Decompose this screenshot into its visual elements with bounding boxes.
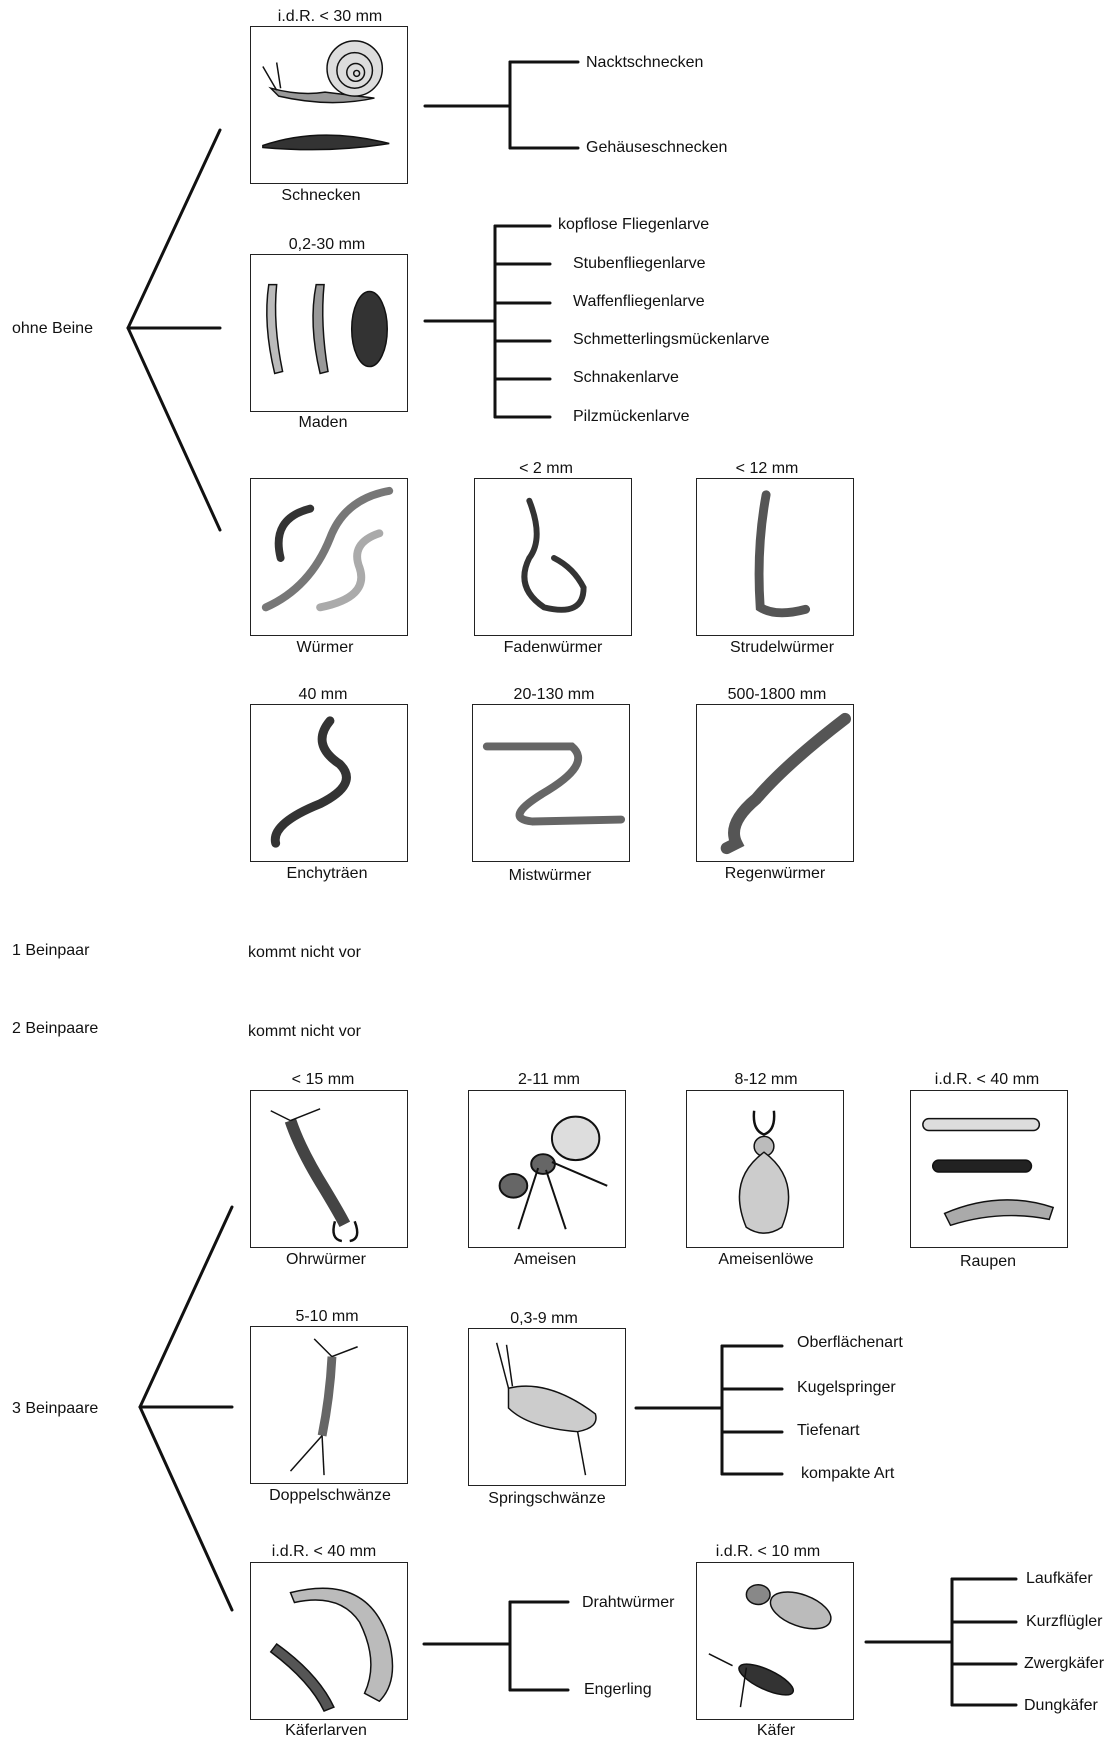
- snail-icon: [251, 27, 407, 183]
- card-name-raupen: Raupen: [960, 1253, 1016, 1271]
- illustration-ohrwuermer: [250, 1090, 408, 1248]
- maggot-icon: [251, 255, 407, 411]
- card-name-ohrwuermer: Ohrwürmer: [286, 1251, 366, 1269]
- size-label-strudelwuermer: < 12 mm: [736, 460, 799, 478]
- beetle-icon: [697, 1563, 853, 1719]
- manure-worm-icon: [473, 705, 629, 861]
- size-label-enchytraeen: 40 mm: [299, 686, 348, 704]
- subtype-label: Nacktschnecken: [586, 54, 703, 72]
- group-label-three-pairs: 3 Beinpaare: [12, 1400, 98, 1418]
- illustration-schnecken: [250, 26, 408, 184]
- card-name-ameisen: Ameisen: [514, 1251, 576, 1269]
- dipluran-icon: [251, 1327, 407, 1483]
- caterpillar-icon: [911, 1091, 1067, 1247]
- subtype-label: Oberflächenart: [797, 1334, 903, 1352]
- subtype-label: Tiefenart: [797, 1422, 860, 1440]
- illustration-kaefer: [696, 1562, 854, 1720]
- subtype-label: Dungkäfer: [1024, 1697, 1098, 1715]
- card-name-ameisenloewe: Ameisenlöwe: [718, 1251, 813, 1269]
- subtype-label: Pilzmückenlarve: [573, 408, 689, 426]
- size-label-fadenwuermer: < 2 mm: [519, 460, 573, 478]
- illustration-ameisen: [468, 1090, 626, 1248]
- size-label-doppelschwaenze: 5-10 mm: [295, 1308, 358, 1326]
- subtype-label: Gehäuseschnecken: [586, 139, 727, 157]
- note-one-pair: kommt nicht vor: [248, 944, 361, 962]
- worms-icon: [251, 479, 407, 635]
- size-label-kaeferlarven: i.d.R. < 40 mm: [272, 1543, 376, 1561]
- illustration-raupen: [910, 1090, 1068, 1248]
- subtype-label: Stubenfliegenlarve: [573, 255, 706, 273]
- illustration-fadenwuermer: [474, 478, 632, 636]
- earwig-icon: [251, 1091, 407, 1247]
- springtail-icon: [469, 1329, 625, 1485]
- ant-icon: [469, 1091, 625, 1247]
- subtype-label: Drahtwürmer: [582, 1594, 674, 1612]
- size-label-kaefer: i.d.R. < 10 mm: [716, 1543, 820, 1561]
- card-name-enchytraeen: Enchyträen: [287, 865, 368, 883]
- antlion-icon: [687, 1091, 843, 1247]
- size-label-raupen: i.d.R. < 40 mm: [935, 1071, 1039, 1089]
- illustration-mistwuermer: [472, 704, 630, 862]
- illustration-kaeferlarven: [250, 1562, 408, 1720]
- size-label-mistwuermer: 20-130 mm: [514, 686, 595, 704]
- card-name-springschwaenze: Springschwänze: [488, 1490, 605, 1508]
- earthworm-icon: [697, 705, 853, 861]
- subtype-label: Engerling: [584, 1681, 652, 1699]
- size-label-maden: 0,2-30 mm: [289, 236, 365, 254]
- card-name-fadenwuermer: Fadenwürmer: [504, 639, 603, 657]
- illustration-enchytraeen: [250, 704, 408, 862]
- branch-line: [128, 328, 220, 530]
- card-name-wuermer: Würmer: [297, 639, 354, 657]
- enchytraeid-icon: [251, 705, 407, 861]
- card-name-regenwuermer: Regenwürmer: [725, 865, 825, 883]
- subtype-label: Zwergkäfer: [1024, 1655, 1104, 1673]
- card-name-schnecken: Schnecken: [281, 187, 360, 205]
- beetle-larva-icon: [251, 1563, 407, 1719]
- illustration-doppelschwaenze: [250, 1326, 408, 1484]
- subtype-label: kompakte Art: [801, 1465, 894, 1483]
- subtype-label: kopflose Fliegenlarve: [558, 216, 709, 234]
- subtype-label: Schmetterlingsmückenlarve: [573, 331, 770, 349]
- illustration-wuermer: [250, 478, 408, 636]
- subtype-label: Kugelspringer: [797, 1379, 896, 1397]
- illustration-strudelwuermer: [696, 478, 854, 636]
- illustration-springschwaenze: [468, 1328, 626, 1486]
- group-label-no-legs: ohne Beine: [12, 320, 93, 338]
- illustration-ameisenloewe: [686, 1090, 844, 1248]
- size-label-springschwaenze: 0,3-9 mm: [510, 1310, 578, 1328]
- subtype-label: Waffenfliegenlarve: [573, 293, 705, 311]
- flatworm-icon: [697, 479, 853, 635]
- branch-line: [140, 1207, 232, 1407]
- size-label-ameisen: 2-11 mm: [518, 1071, 580, 1089]
- subtype-label: Laufkäfer: [1026, 1570, 1093, 1588]
- illustration-regenwuermer: [696, 704, 854, 862]
- branch-line: [128, 130, 220, 328]
- size-label-regenwuermer: 500-1800 mm: [728, 686, 827, 704]
- subtype-label: Schnakenlarve: [573, 369, 679, 387]
- card-name-kaeferlarven: Käferlarven: [285, 1722, 367, 1740]
- size-label-ameisenloewe: 8-12 mm: [734, 1071, 797, 1089]
- size-label-schnecken: i.d.R. < 30 mm: [278, 8, 382, 26]
- card-name-mistwuermer: Mistwürmer: [509, 867, 592, 885]
- card-name-kaefer: Käfer: [757, 1722, 795, 1740]
- nematode-icon: [475, 479, 631, 635]
- branch-line: [140, 1407, 232, 1610]
- group-label-one-pair: 1 Beinpaar: [12, 942, 89, 960]
- card-name-maden: Maden: [299, 414, 348, 432]
- subtype-label: Kurzflügler: [1026, 1613, 1102, 1631]
- illustration-maden: [250, 254, 408, 412]
- card-name-doppelschwaenze: Doppelschwänze: [269, 1487, 391, 1505]
- group-label-two-pairs: 2 Beinpaare: [12, 1020, 98, 1038]
- size-label-ohrwuermer: < 15 mm: [292, 1071, 355, 1089]
- note-two-pairs: kommt nicht vor: [248, 1023, 361, 1041]
- card-name-strudelwuermer: Strudelwürmer: [730, 639, 834, 657]
